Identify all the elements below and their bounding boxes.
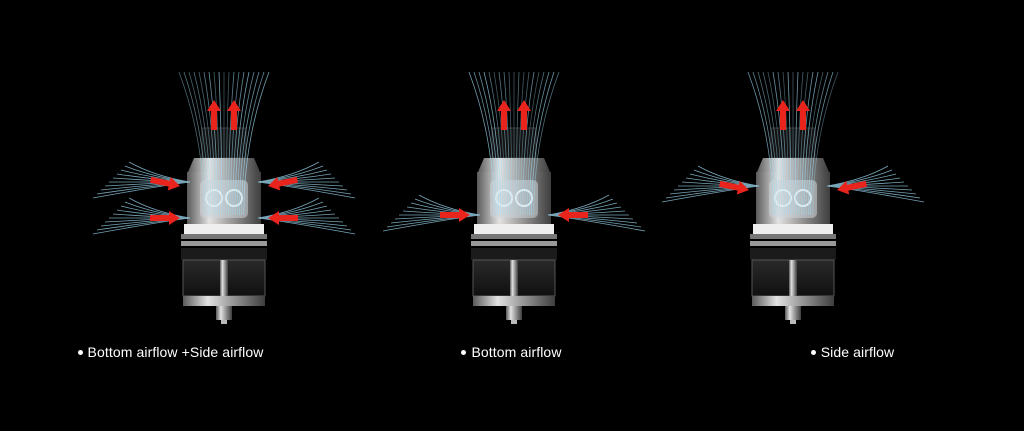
panel-side-airflow: Side airflow [682,0,1023,431]
left-arrow-icon [836,177,868,197]
caption: Side airflow [682,344,1023,360]
bullet-icon [811,350,816,355]
atomizer-diagram [682,0,1023,340]
right-arrow-icon [718,177,750,197]
caption-text: Bottom airflow +Side airflow [88,344,264,360]
caption-text: Side airflow [821,344,895,360]
airflow-streams [93,72,355,234]
airflow-streams [383,72,645,231]
bullet-icon [461,350,466,355]
bullet-icon [78,350,83,355]
caption: Bottom airflow +Side airflow [0,344,341,360]
caption: Bottom airflow [341,344,682,360]
left-arrow-icon [267,173,299,193]
atomizer-diagram [0,0,341,340]
panel-bottom-airflow: Bottom airflow [341,0,682,431]
caption-text: Bottom airflow [471,344,561,360]
atomizer-diagram [341,0,682,340]
right-arrow-icon [149,173,181,193]
airflow-streams [662,72,924,215]
panel-bottom-side-airflow: Bottom airflow +Side airflow [0,0,341,431]
